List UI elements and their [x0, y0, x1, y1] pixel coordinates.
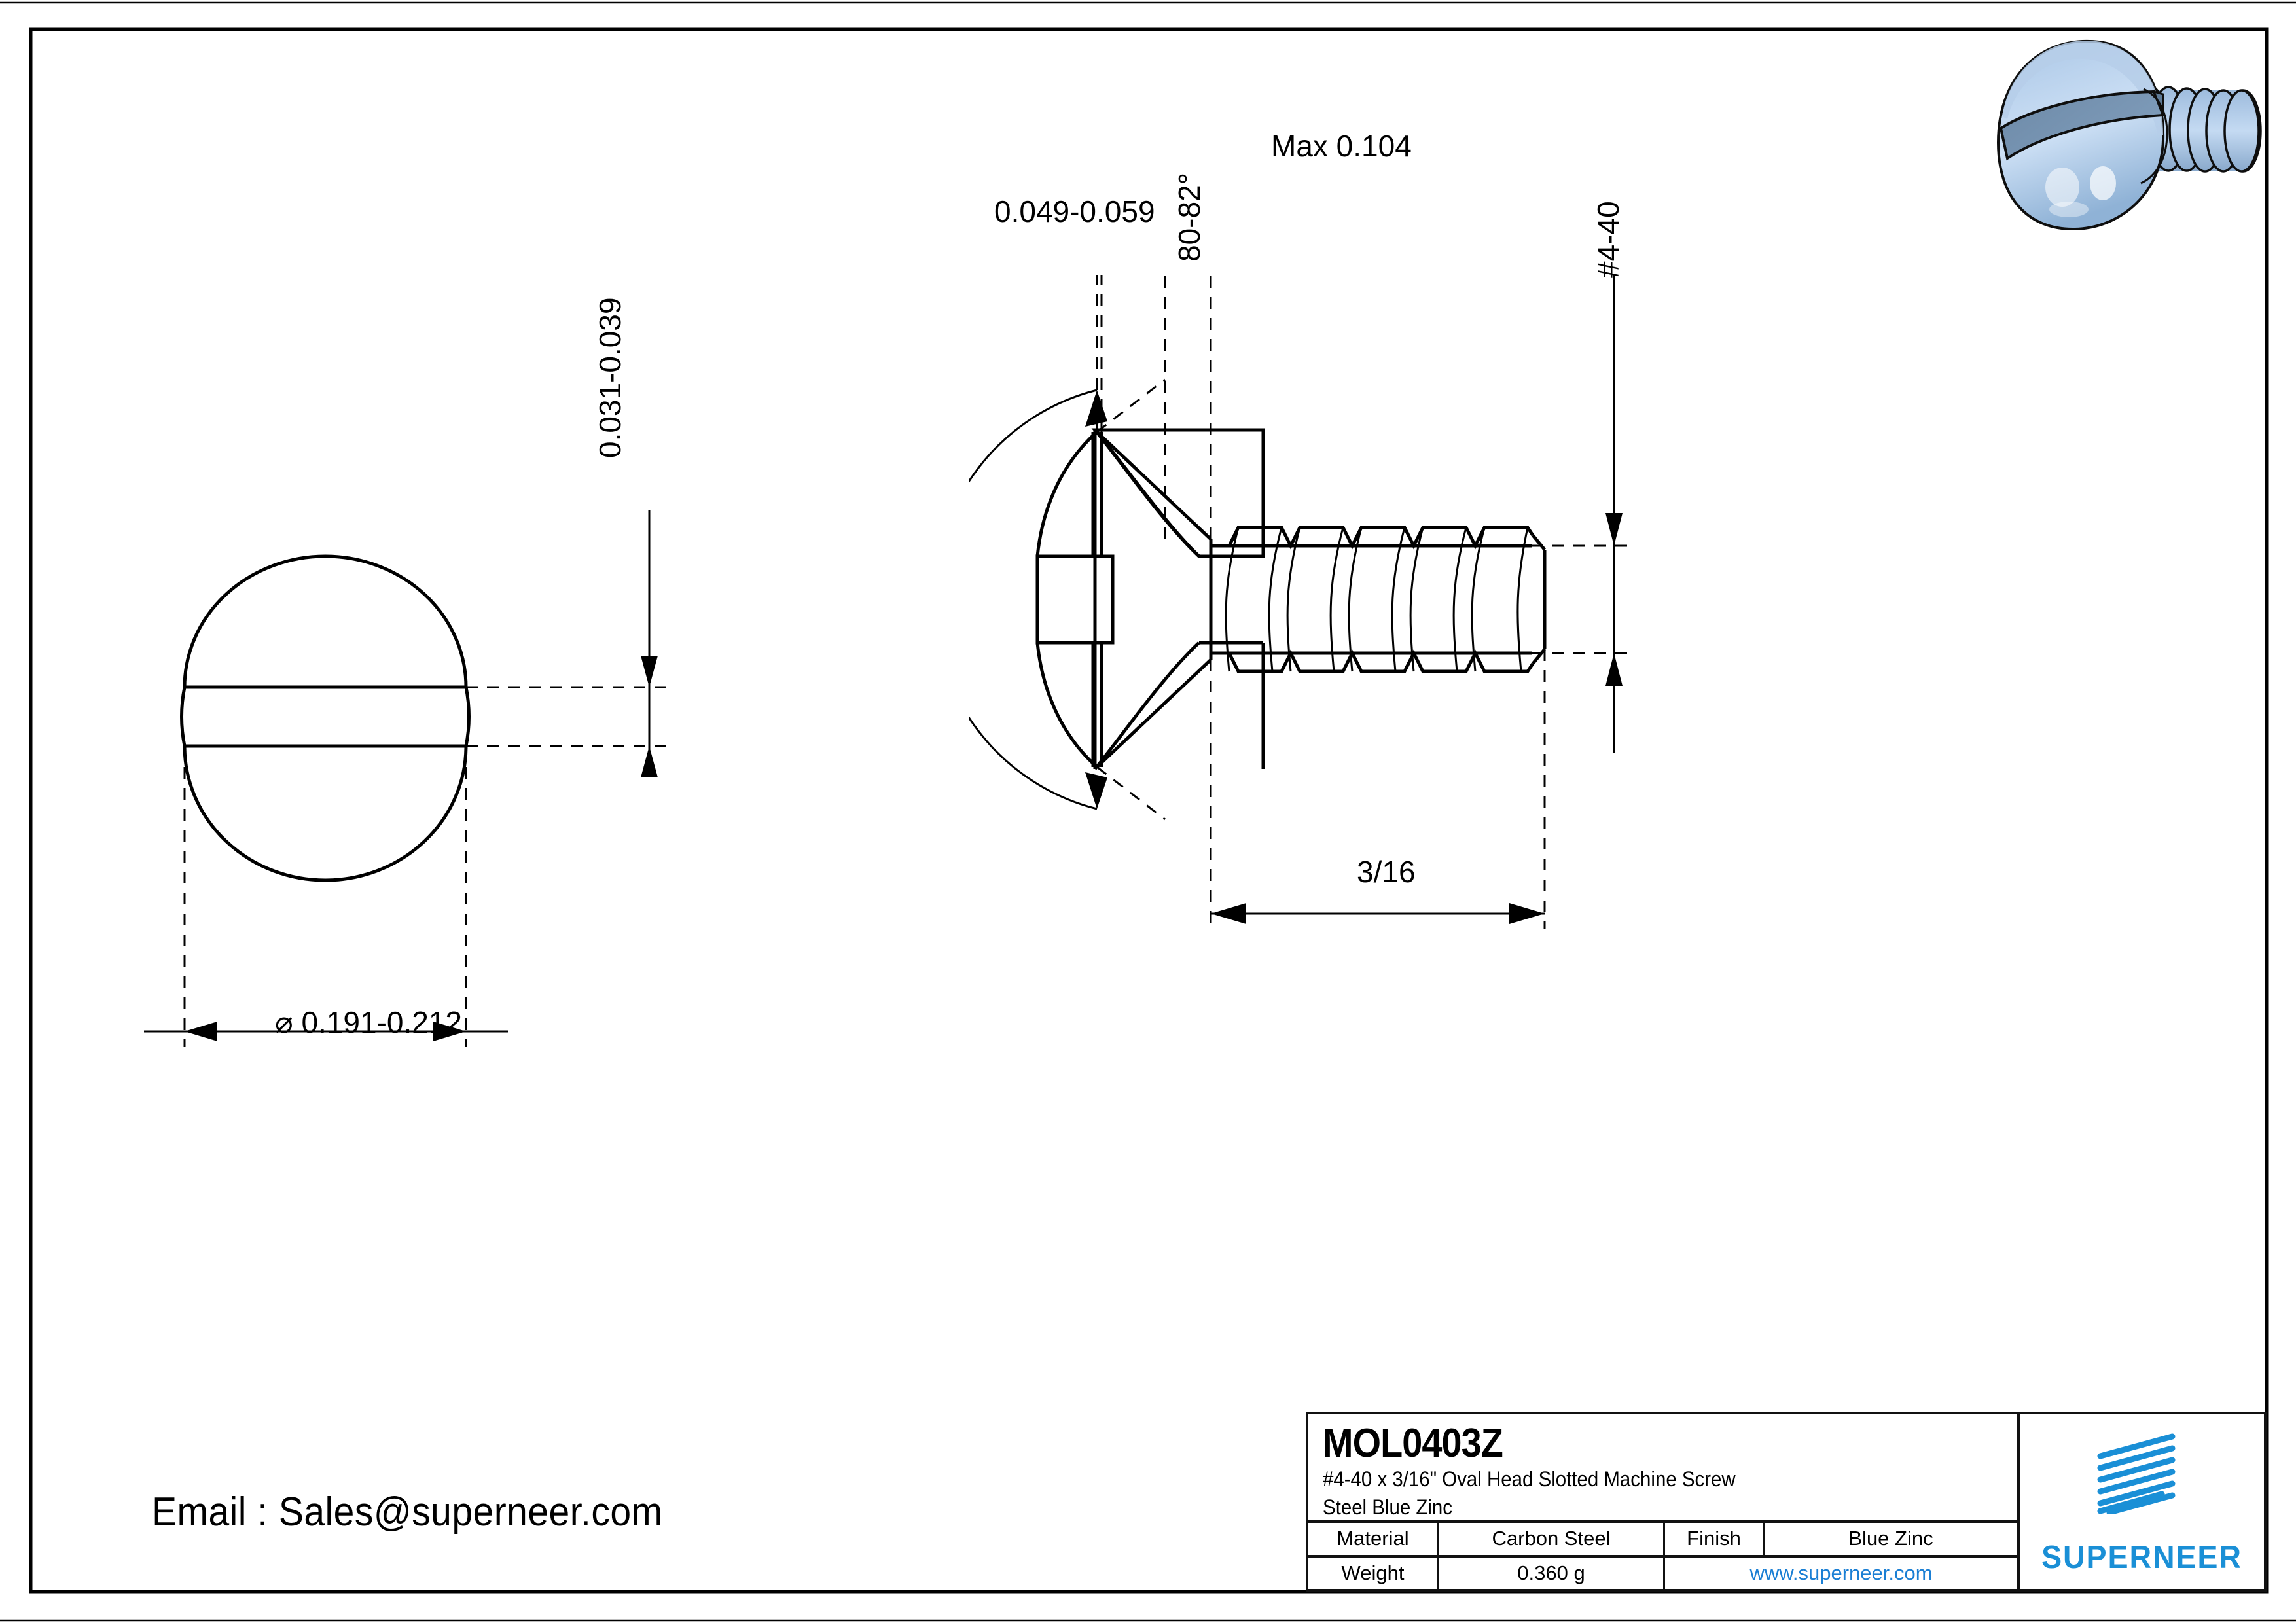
dim-slot-width: 0.031-0.039: [593, 297, 627, 458]
material-value: Carbon Steel: [1439, 1523, 1665, 1555]
weight-website-row: Weight 0.360 g www.superneer.com: [1308, 1554, 2017, 1589]
side-view-group: [969, 275, 1630, 929]
side-view-dimension-lines: [969, 275, 1630, 929]
screw-3d-render: [1996, 39, 2262, 231]
front-view-group: [144, 510, 668, 1047]
dim-slot-depth: 0.049-0.059: [994, 194, 1155, 228]
title-block-description: MOL0403Z #4-40 x 3/16" Oval Head Slotted…: [1308, 1414, 2017, 1520]
title-block: MOL0403Z #4-40 x 3/16" Oval Head Slotted…: [1306, 1412, 2267, 1592]
email-line: Email : Sales@superneer.com: [152, 1489, 663, 1535]
dim-screw-length: 3/16: [1357, 855, 1416, 889]
front-view-dimension-lines: [144, 510, 668, 1047]
screw-head-profile: [1091, 428, 1265, 770]
screw-head-geometry: [1035, 431, 1212, 768]
threaded-shank: [1209, 526, 1547, 673]
title-block-left: MOL0403Z #4-40 x 3/16" Oval Head Slotted…: [1308, 1414, 2020, 1589]
superneer-mark-icon: [2097, 1433, 2175, 1514]
weight-value: 0.360 g: [1439, 1557, 1665, 1589]
finish-value: Blue Zinc: [1848, 1527, 1933, 1550]
screw-slot: [1035, 432, 1115, 767]
dim-thread-size: #4-40: [1591, 201, 1625, 278]
finish-label: Finish: [1665, 1523, 1765, 1555]
brand-logo: SUPERNEER: [2020, 1414, 2264, 1589]
dim-head-diameter: ⌀ 0.191-0.212: [275, 1005, 463, 1039]
render-head: [1996, 39, 2168, 231]
dim-head-angle: 80-82°: [1172, 172, 1206, 262]
head-outline: [180, 554, 471, 882]
part-number: MOL0403Z: [1323, 1421, 1503, 1466]
part-description-line-1: #4-40 x 3/16" Oval Head Slotted Machine …: [1323, 1467, 1736, 1491]
website-link[interactable]: www.superneer.com: [1749, 1561, 1933, 1584]
material-finish-row: Material Carbon Steel Finish Blue Zinc: [1308, 1520, 2017, 1555]
weight-label: Weight: [1308, 1557, 1439, 1589]
material-label: Material: [1308, 1523, 1439, 1555]
dim-head-height: Max 0.104: [1271, 129, 1412, 163]
brand-name: SUPERNEER: [2041, 1540, 2242, 1575]
part-description-line-2: Steel Blue Zinc: [1323, 1495, 1453, 1520]
